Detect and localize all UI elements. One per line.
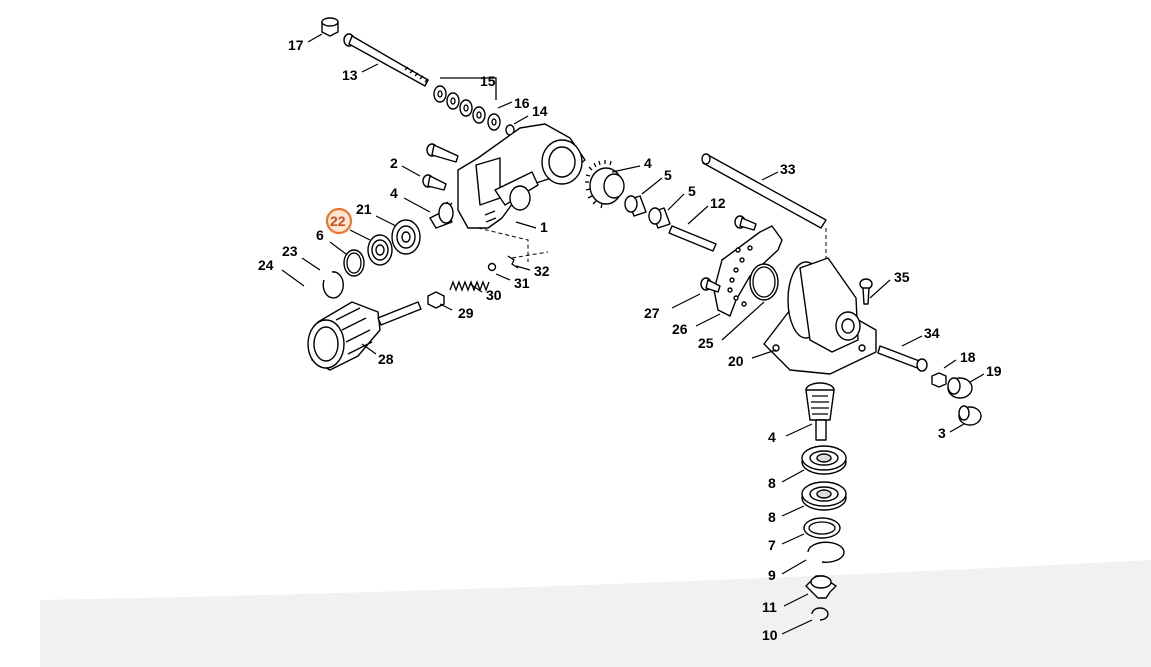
part-bearing-8b [801,481,847,511]
part-plug-3 [958,405,982,426]
part-screw-35 [859,278,873,305]
part-oring-25-inner [752,266,776,298]
callout-8b: 8 [768,509,776,525]
callout-5b: 5 [688,183,696,199]
part-nut-29 [427,291,445,309]
part-bolt-13 [343,33,429,87]
part-circlip-9 [807,541,845,563]
callout-9: 9 [768,567,776,583]
callout-29: 29 [458,305,474,321]
part-circlip-10 [811,607,829,621]
part-bushing-5a [624,195,647,217]
callout-10: 10 [762,627,778,643]
leader-lines [281,33,985,635]
part-gear-housing-1 [457,123,586,229]
part-ring-6-inner [346,252,362,274]
callout-28: 28 [378,351,394,367]
part-bearing-8a [801,445,847,475]
callout-27: 27 [644,305,660,321]
callout-26: 26 [672,321,688,337]
callout-35: 35 [894,269,910,285]
part-bevel-gear-4b [585,160,625,209]
part-bearing-22 [367,234,393,266]
callout-22[interactable]: 22 [330,213,346,229]
callout-12: 12 [710,195,726,211]
callout-19: 19 [986,363,1002,379]
callout-6: 6 [316,227,324,243]
part-bearing-21 [391,219,421,255]
part-sprocket-11 [805,575,837,599]
callout-4b: 4 [644,155,652,171]
part-screw-27 [700,277,721,293]
part-ball-31 [487,262,497,272]
callout-8a: 8 [768,475,776,491]
callout-15: 15 [480,73,496,89]
callout-33: 33 [780,161,796,177]
part-cap-19 [947,377,973,399]
part-bushing-5b [648,207,671,229]
callout-18: 18 [960,349,976,365]
part-pin-32 [507,255,519,269]
callout-1: 1 [540,219,548,235]
callout-25: 25 [698,335,714,351]
part-pinion-4a [429,201,454,229]
part-bracket-26 [713,225,783,317]
callout-17: 17 [288,37,304,53]
part-screw-bracket [734,215,757,231]
callout-5a: 5 [664,167,672,183]
callout-30: 30 [486,287,502,303]
callout-13: 13 [342,67,358,83]
background-shade [40,560,1151,667]
callout-16: 16 [514,95,530,111]
callout-3: 3 [938,425,946,441]
callout-2: 2 [390,155,398,171]
part-gear-shaft-4c [805,382,835,441]
part-washer-16 [487,113,501,131]
callout-14: 14 [532,103,548,119]
part-rod-33 [701,153,827,229]
callout-34: 34 [924,325,940,341]
highlight-ring-22 [325,207,353,235]
part-handle-28 [307,301,422,371]
guide-line [511,251,549,259]
guide-line [477,227,529,262]
callout-4: 4 [390,185,398,201]
part-housing-20 [763,257,877,375]
callout-4c: 4 [768,429,776,445]
callout-21: 21 [356,201,372,217]
callout-11: 11 [762,599,777,615]
part-ring-7 [803,517,841,539]
part-screws-2 [422,143,459,191]
callout-32: 32 [534,263,550,279]
callout-7: 7 [768,537,776,553]
part-nut-17 [321,17,339,37]
callout-31: 31 [514,275,530,291]
part-pin-12 [668,225,717,252]
part-spring-30 [449,280,490,292]
part-circlip-23 [322,271,344,299]
callout-23: 23 [282,243,298,259]
part-washers-15 [433,85,486,124]
callout-24: 24 [258,257,274,273]
part-bolt-34 [877,345,928,372]
part-nut-18 [931,372,947,388]
callout-20: 20 [728,353,744,369]
part-oring-25 [749,263,779,301]
